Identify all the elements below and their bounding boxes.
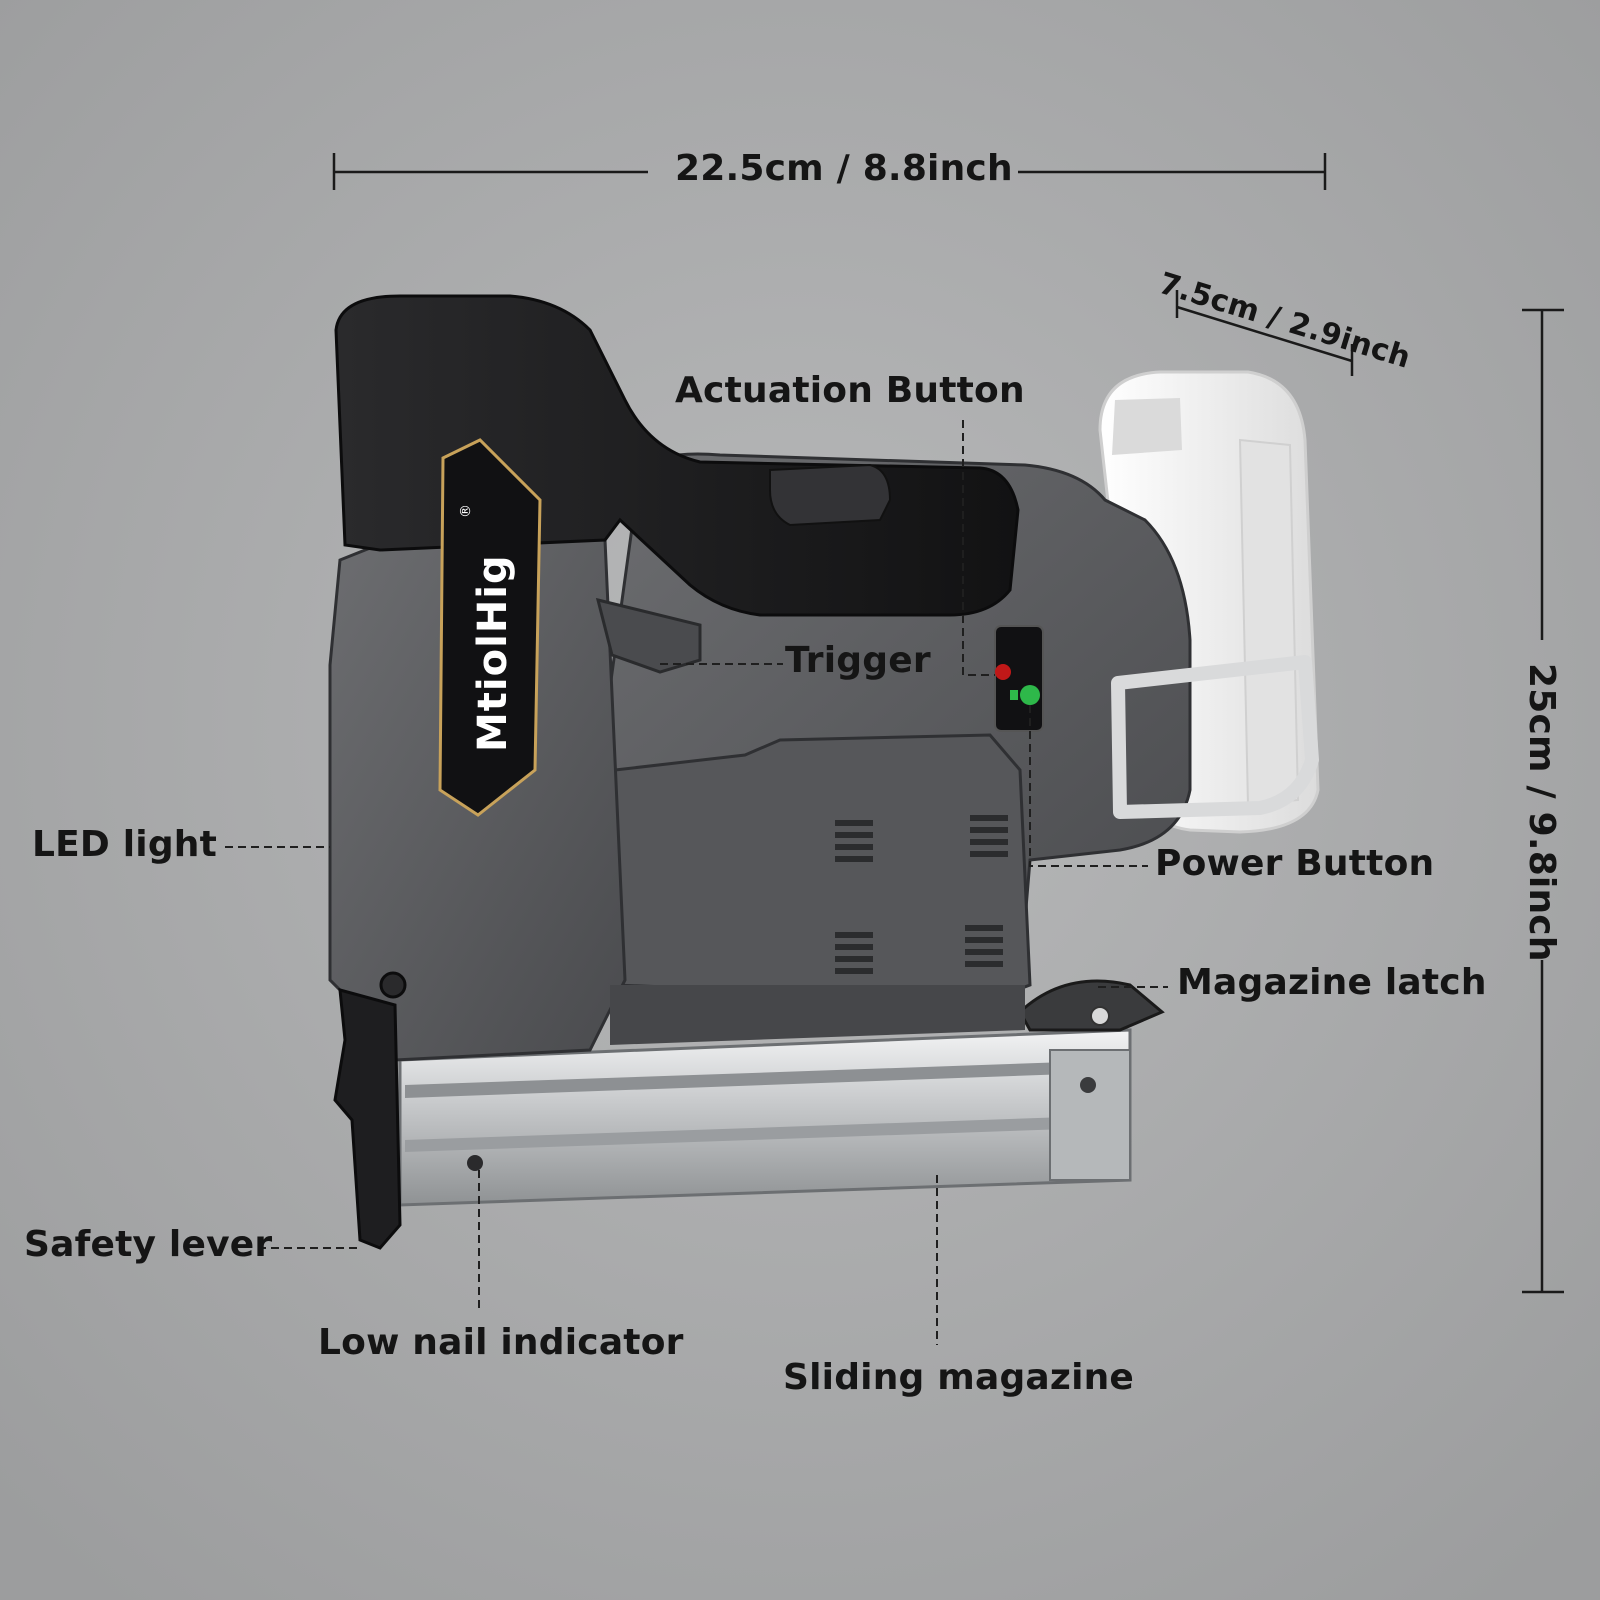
safety-lever[interactable]	[333, 987, 402, 1250]
height-dimension-label: 25cm / 9.8inch	[1521, 663, 1562, 962]
magazine-latch[interactable]	[1018, 979, 1165, 1032]
power-button[interactable]	[1020, 685, 1040, 705]
led-light-label: LED light	[32, 824, 218, 865]
safety-lever-label: Safety lever	[24, 1224, 273, 1265]
control-panel	[994, 625, 1044, 732]
brand-badge	[438, 438, 542, 817]
power-button-leader	[1029, 705, 1148, 867]
actuation-button-leader	[962, 420, 995, 676]
magazine-latch-label: Magazine latch	[1177, 962, 1487, 1003]
sliding-magazine-label: Sliding magazine	[783, 1357, 1135, 1398]
registered-mark: ®	[458, 504, 474, 518]
nose-screw	[379, 971, 407, 999]
trigger-label: Trigger	[785, 640, 931, 681]
low-nail-indicator-window	[467, 1155, 483, 1171]
power-button-label: Power Button	[1155, 843, 1435, 884]
brand-logo: MtiolHig	[470, 554, 516, 752]
low-nail-indicator-label: Low nail indicator	[318, 1322, 684, 1363]
actuation-button-label: Actuation Button	[675, 370, 1025, 411]
width-dimension-label: 22.5cm / 8.8inch	[675, 148, 1013, 189]
actuation-button[interactable]	[995, 664, 1011, 680]
depth-dimension-line	[1175, 290, 1354, 376]
width-dimension-line	[332, 153, 1327, 190]
sliding-magazine-rail	[398, 1028, 1132, 1207]
trigger[interactable]	[595, 597, 702, 674]
height-dimension-line	[1522, 308, 1564, 1294]
